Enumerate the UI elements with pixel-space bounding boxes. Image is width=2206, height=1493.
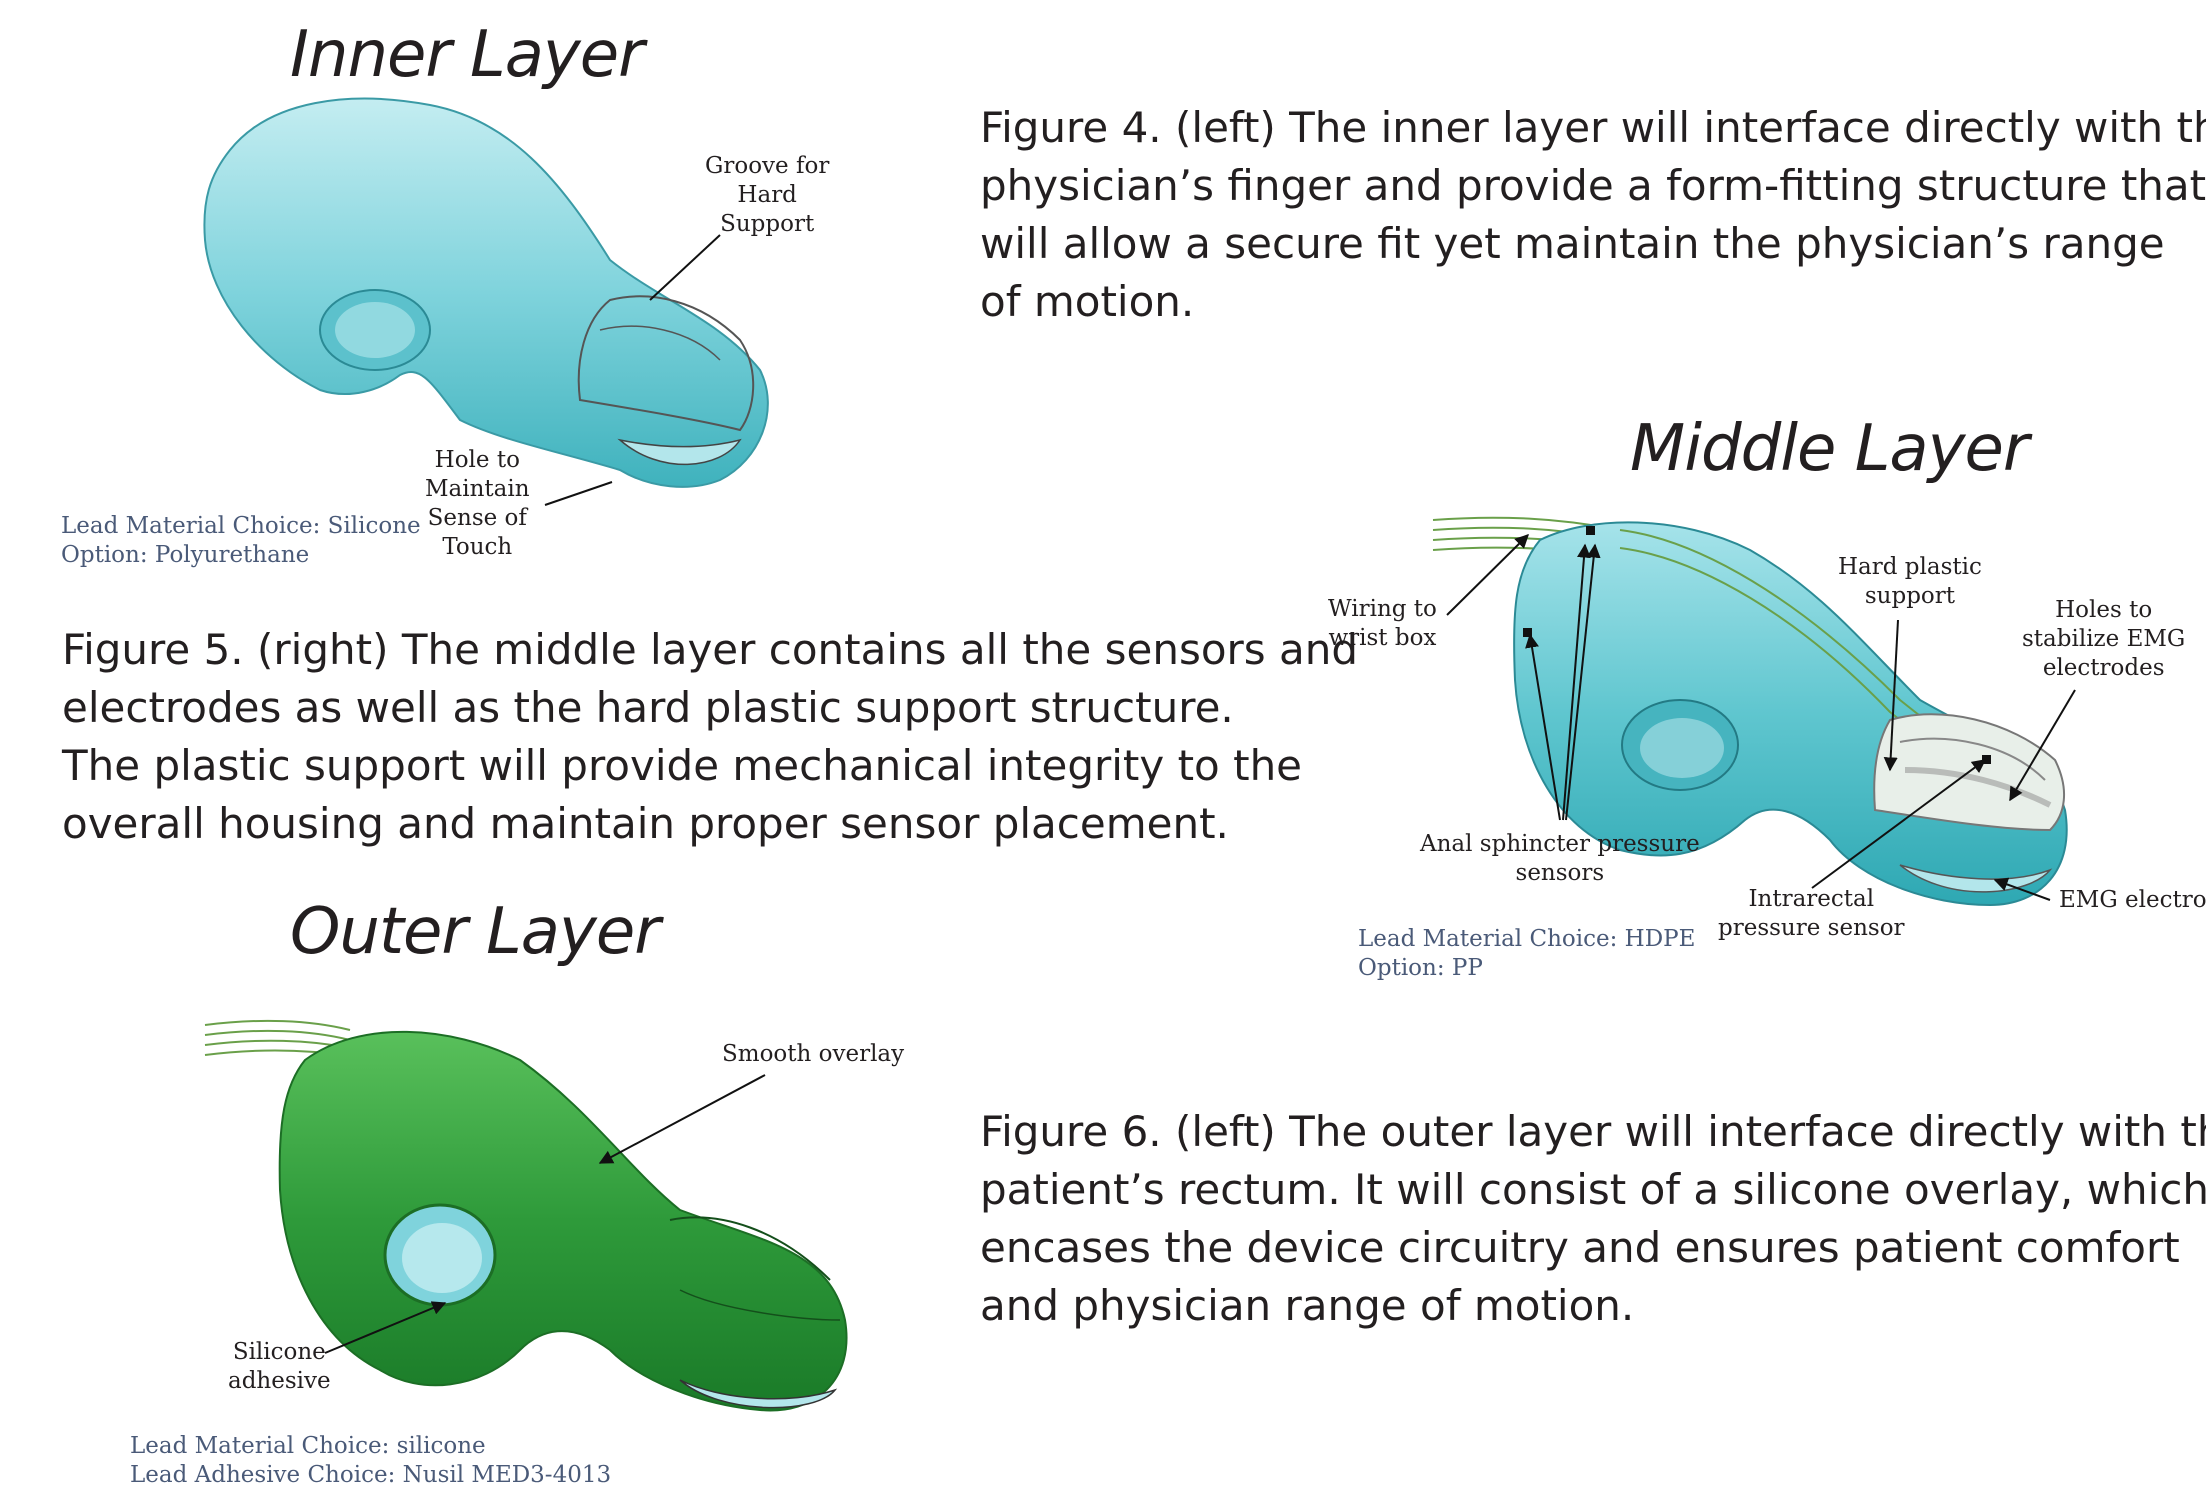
outer-material-note: Lead Material Choice: silicone Lead Adhe… [130, 1432, 611, 1490]
intrarectal-label: Intrarectal pressure sensor [1718, 885, 1905, 943]
hard-plastic-label: Hard plastic support [1838, 553, 1982, 611]
label-line: Maintain [425, 475, 530, 504]
material-line: Lead Material Choice: Silicone [61, 512, 421, 541]
middle-material-note: Lead Material Choice: HDPE Option: PP [1358, 925, 1695, 983]
label-line: sensors [1420, 859, 1700, 888]
label-line: Touch [425, 533, 530, 562]
hole-leader [545, 482, 612, 505]
label-line: pressure sensor [1718, 914, 1905, 943]
smooth-overlay-leader [600, 1075, 765, 1163]
label-line: stabilize EMG [2022, 625, 2185, 654]
label-line: Hole to [425, 446, 530, 475]
label-line: Groove for [705, 152, 829, 181]
label-line: Support [705, 210, 829, 239]
label-line: Anal sphincter pressure [1420, 830, 1700, 859]
material-line: Lead Adhesive Choice: Nusil MED3-4013 [130, 1461, 611, 1490]
label-line: wrist box [1328, 624, 1437, 653]
material-line: Option: PP [1358, 954, 1695, 983]
wiring-label: Wiring to wrist box [1328, 595, 1437, 653]
label-line: Hard [705, 181, 829, 210]
smooth-overlay-label: Smooth overlay [722, 1040, 904, 1069]
emg-electrode-label: EMG electrod [2059, 886, 2206, 915]
label-line: support [1838, 582, 1982, 611]
inner-material-note: Lead Material Choice: Silicone Option: P… [61, 512, 421, 570]
groove-leader [650, 235, 720, 300]
hole-label: Hole to Maintain Sense of Touch [425, 446, 530, 562]
material-line: Option: Polyurethane [61, 541, 421, 570]
label-line: Intrarectal [1718, 885, 1905, 914]
groove-label: Groove for Hard Support [705, 152, 829, 239]
intrarectal-sensor [1982, 755, 1991, 764]
adhesive-label: Silicone adhesive [228, 1338, 331, 1396]
label-line: electrodes [2022, 654, 2185, 683]
label-line: Holes to [2022, 596, 2185, 625]
label-line: adhesive [228, 1367, 331, 1396]
label-line: Wiring to [1328, 595, 1437, 624]
pressure-sensor-top [1586, 526, 1595, 535]
label-line: EMG electrod [2059, 886, 2206, 915]
label-line: Sense of [425, 504, 530, 533]
holes-emg-label: Holes to stabilize EMG electrodes [2022, 596, 2185, 683]
label-line: Hard plastic [1838, 553, 1982, 582]
anal-sphincter-label: Anal sphincter pressure sensors [1420, 830, 1700, 888]
material-line: Lead Material Choice: silicone [130, 1432, 611, 1461]
material-line: Lead Material Choice: HDPE [1358, 925, 1695, 954]
label-line: Smooth overlay [722, 1040, 904, 1069]
label-line: Silicone [228, 1338, 331, 1367]
inner-layer-finger [204, 99, 767, 487]
